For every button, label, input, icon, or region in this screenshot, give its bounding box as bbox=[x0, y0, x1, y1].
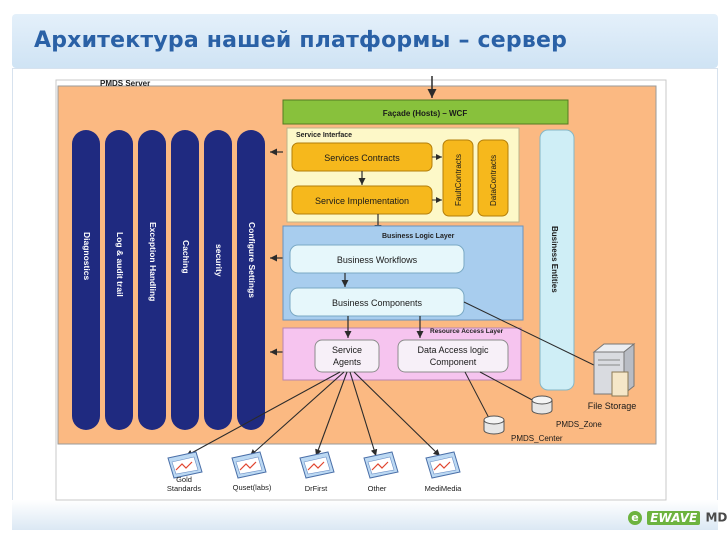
pillar-security bbox=[204, 130, 232, 430]
cloud-service-icon bbox=[425, 451, 461, 479]
service-implementation-label: Service Implementation bbox=[315, 196, 409, 206]
file-storage-icon bbox=[592, 342, 636, 397]
facade-box bbox=[282, 99, 569, 125]
pillar-label: Diagnostics bbox=[82, 232, 92, 280]
footer-band bbox=[12, 500, 718, 530]
business-entities-box bbox=[539, 129, 575, 391]
pmds-zone-label: PMDS_Zone bbox=[556, 420, 602, 429]
pillar-label: Configure Settings bbox=[247, 222, 257, 298]
title-bar: Архитектура нашей платформы – сервер bbox=[12, 14, 718, 68]
line-to-zone bbox=[479, 371, 537, 403]
cloud-service-icon bbox=[231, 451, 267, 479]
pillar-exception bbox=[138, 130, 166, 430]
pillar-label: Exception Handling bbox=[148, 222, 158, 301]
external-label: DrFirst bbox=[305, 484, 328, 493]
business-entities-label: Business Entities bbox=[550, 226, 559, 293]
business-components-label: Business Components bbox=[332, 298, 423, 308]
business-workflows-label: Business Workflows bbox=[337, 255, 418, 265]
line-to-file-storage bbox=[463, 301, 601, 369]
external-links bbox=[185, 371, 441, 457]
service-agents-label: Agents bbox=[333, 357, 362, 367]
fault-contracts-box bbox=[442, 139, 474, 217]
pillar-caching bbox=[171, 130, 199, 430]
data-contracts-label: DataContracts bbox=[489, 155, 498, 206]
page-title: Архитектура нашей платформы – сервер bbox=[34, 28, 568, 53]
facade-label: Façade (Hosts) – WCF bbox=[383, 109, 468, 118]
service-interface-label: Service Interface bbox=[296, 132, 352, 139]
logo-wordmark: EWAVE bbox=[647, 510, 701, 525]
ewave-logo: e EWAVE MD bbox=[628, 508, 727, 526]
pillar-label: security bbox=[214, 244, 224, 277]
service-agents-label: Service bbox=[332, 345, 362, 355]
pmds-server-label: PMDS Server bbox=[100, 79, 150, 88]
line-to-center bbox=[464, 371, 491, 421]
pmds-center-label: PMDS_Center bbox=[511, 434, 563, 443]
data-contracts-box bbox=[477, 139, 509, 217]
file-storage-label: File Storage bbox=[588, 401, 637, 411]
logo-mark: e bbox=[628, 510, 642, 525]
external-label: Other bbox=[368, 484, 387, 493]
data-access-box bbox=[397, 339, 509, 373]
external-label: Standards bbox=[167, 484, 201, 493]
external-label: MediMedia bbox=[425, 484, 463, 493]
pillar-configure bbox=[237, 130, 265, 430]
logo-suffix: MD bbox=[705, 510, 728, 525]
data-access-label: Data Access logic bbox=[417, 345, 489, 355]
crosscutting-pillars: Diagnostics Log & audit trail Exception … bbox=[72, 130, 265, 430]
pillar-diagnostics bbox=[72, 130, 100, 430]
business-logic-layer-label: Business Logic Layer bbox=[382, 233, 455, 240]
external-label: Gold bbox=[176, 475, 192, 484]
pillar-label: Log & audit trail bbox=[115, 232, 125, 297]
external-label: Quset(labs) bbox=[233, 483, 272, 492]
cloud-service-icon bbox=[363, 451, 399, 479]
fault-contracts-label: FaultContracts bbox=[454, 154, 463, 206]
pillar-log-audit bbox=[105, 130, 133, 430]
database-icon bbox=[531, 395, 553, 415]
resource-access-layer-label: Resource Access Layer bbox=[430, 328, 504, 335]
cloud-service-icon bbox=[299, 451, 335, 479]
business-workflows-box bbox=[289, 244, 465, 274]
database-icon bbox=[483, 415, 505, 435]
services-contracts-label: Services Contracts bbox=[324, 153, 400, 163]
pillar-label: Caching bbox=[181, 240, 191, 274]
data-access-label: Component bbox=[430, 357, 477, 367]
cloud-service-icon bbox=[167, 451, 203, 479]
